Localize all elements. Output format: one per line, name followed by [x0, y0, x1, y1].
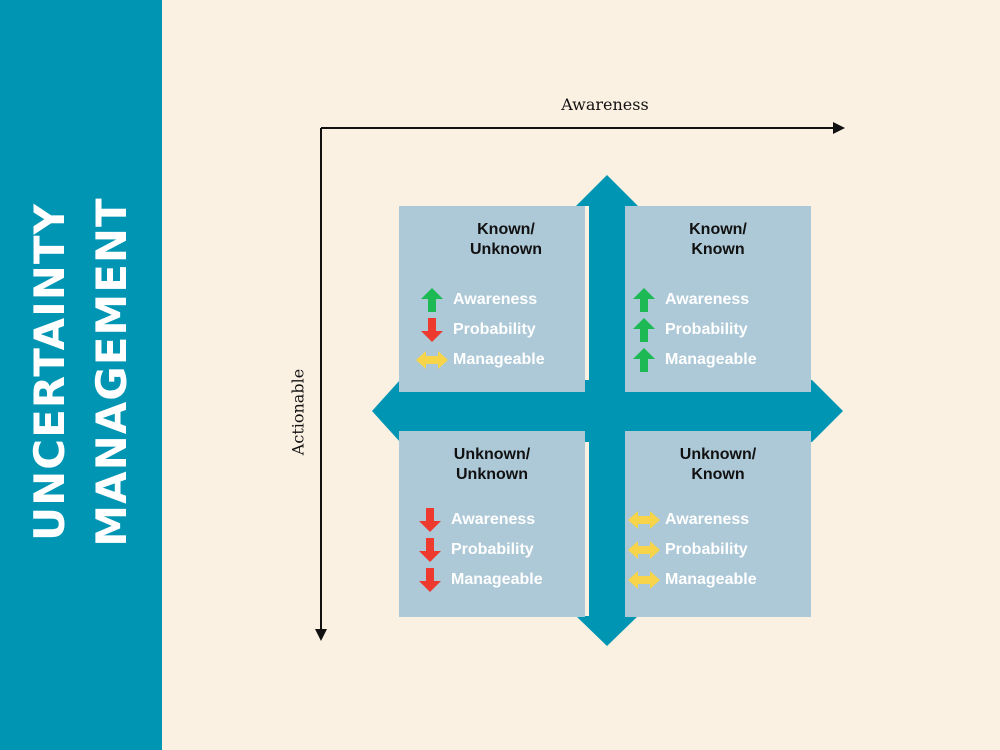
quadrant-title-line1: Unknown/: [679, 446, 757, 463]
item-label: Manageable: [665, 351, 757, 368]
quadrant-title-line2: Unknown: [470, 241, 542, 258]
down-arrow-icon: [421, 318, 443, 342]
quadrant-known-known: Known/ Known Awareness Probability Manag…: [625, 206, 811, 392]
double-arrow-icon: [628, 541, 660, 559]
quadrant-title-line1: Known/: [477, 221, 535, 238]
item-label: Manageable: [665, 571, 757, 588]
quadrant-title-line2: Unknown: [456, 466, 528, 483]
double-arrow-icon: [416, 351, 448, 369]
list-item: Awareness: [627, 507, 749, 533]
item-label: Awareness: [453, 291, 538, 308]
up-arrow-icon: [421, 288, 443, 312]
list-item: Manageable: [415, 347, 545, 373]
y-axis-arrowhead-icon: [315, 629, 327, 641]
quadrant-title-line2: Known: [691, 466, 745, 483]
list-item: Manageable: [627, 347, 757, 373]
list-item: Awareness: [413, 507, 535, 533]
list-item: Awareness: [415, 287, 537, 313]
double-arrow-icon: [628, 511, 660, 529]
x-axis-label: Awareness: [561, 95, 649, 114]
down-arrow-icon: [419, 538, 441, 562]
list-item: Manageable: [627, 567, 757, 593]
quadrant-title-line1: Known/: [689, 221, 747, 238]
up-arrow-icon: [633, 288, 655, 312]
item-label: Awareness: [665, 291, 750, 308]
x-axis-arrowhead-icon: [833, 122, 845, 134]
quadrant-title: Known/ Known: [653, 220, 783, 260]
down-arrow-icon: [419, 508, 441, 532]
list-item: Awareness: [627, 287, 749, 313]
quadrant-title-line1: Unknown/: [453, 446, 531, 463]
quadrant-title: Unknown/ Unknown: [427, 445, 557, 485]
list-item: Probability: [413, 537, 534, 563]
item-label: Manageable: [453, 351, 545, 368]
up-arrow-icon: [633, 348, 655, 372]
item-label: Probability: [451, 541, 534, 558]
sidebar: UNCERTAINTY MANAGEMENT: [0, 0, 162, 750]
quadrant-title-line2: Known: [691, 241, 745, 258]
list-item: Manageable: [413, 567, 543, 593]
list-item: Probability: [627, 537, 748, 563]
quadrant-unknown-known: Unknown/ Known Awareness Probability Man…: [625, 431, 811, 617]
quadrant-title: Known/ Unknown: [441, 220, 571, 260]
item-label: Manageable: [451, 571, 543, 588]
item-label: Awareness: [451, 511, 536, 528]
down-arrow-icon: [419, 568, 441, 592]
item-label: Probability: [665, 321, 748, 338]
item-label: Probability: [665, 541, 748, 558]
y-axis-label: Actionable: [288, 368, 308, 456]
quadrant-title: Unknown/ Known: [653, 445, 783, 485]
item-label: Awareness: [665, 511, 750, 528]
quadrant-known-unknown: Known/ Unknown Awareness Probability Man…: [399, 206, 585, 392]
double-arrow-icon: [628, 571, 660, 589]
quadrant-unknown-unknown: Unknown/ Unknown Awareness Probability M…: [399, 431, 585, 617]
list-item: Probability: [627, 317, 748, 343]
quadrant-cross-arrows: [372, 175, 843, 646]
list-item: Probability: [415, 317, 536, 343]
item-label: Probability: [453, 321, 536, 338]
up-arrow-icon: [633, 318, 655, 342]
